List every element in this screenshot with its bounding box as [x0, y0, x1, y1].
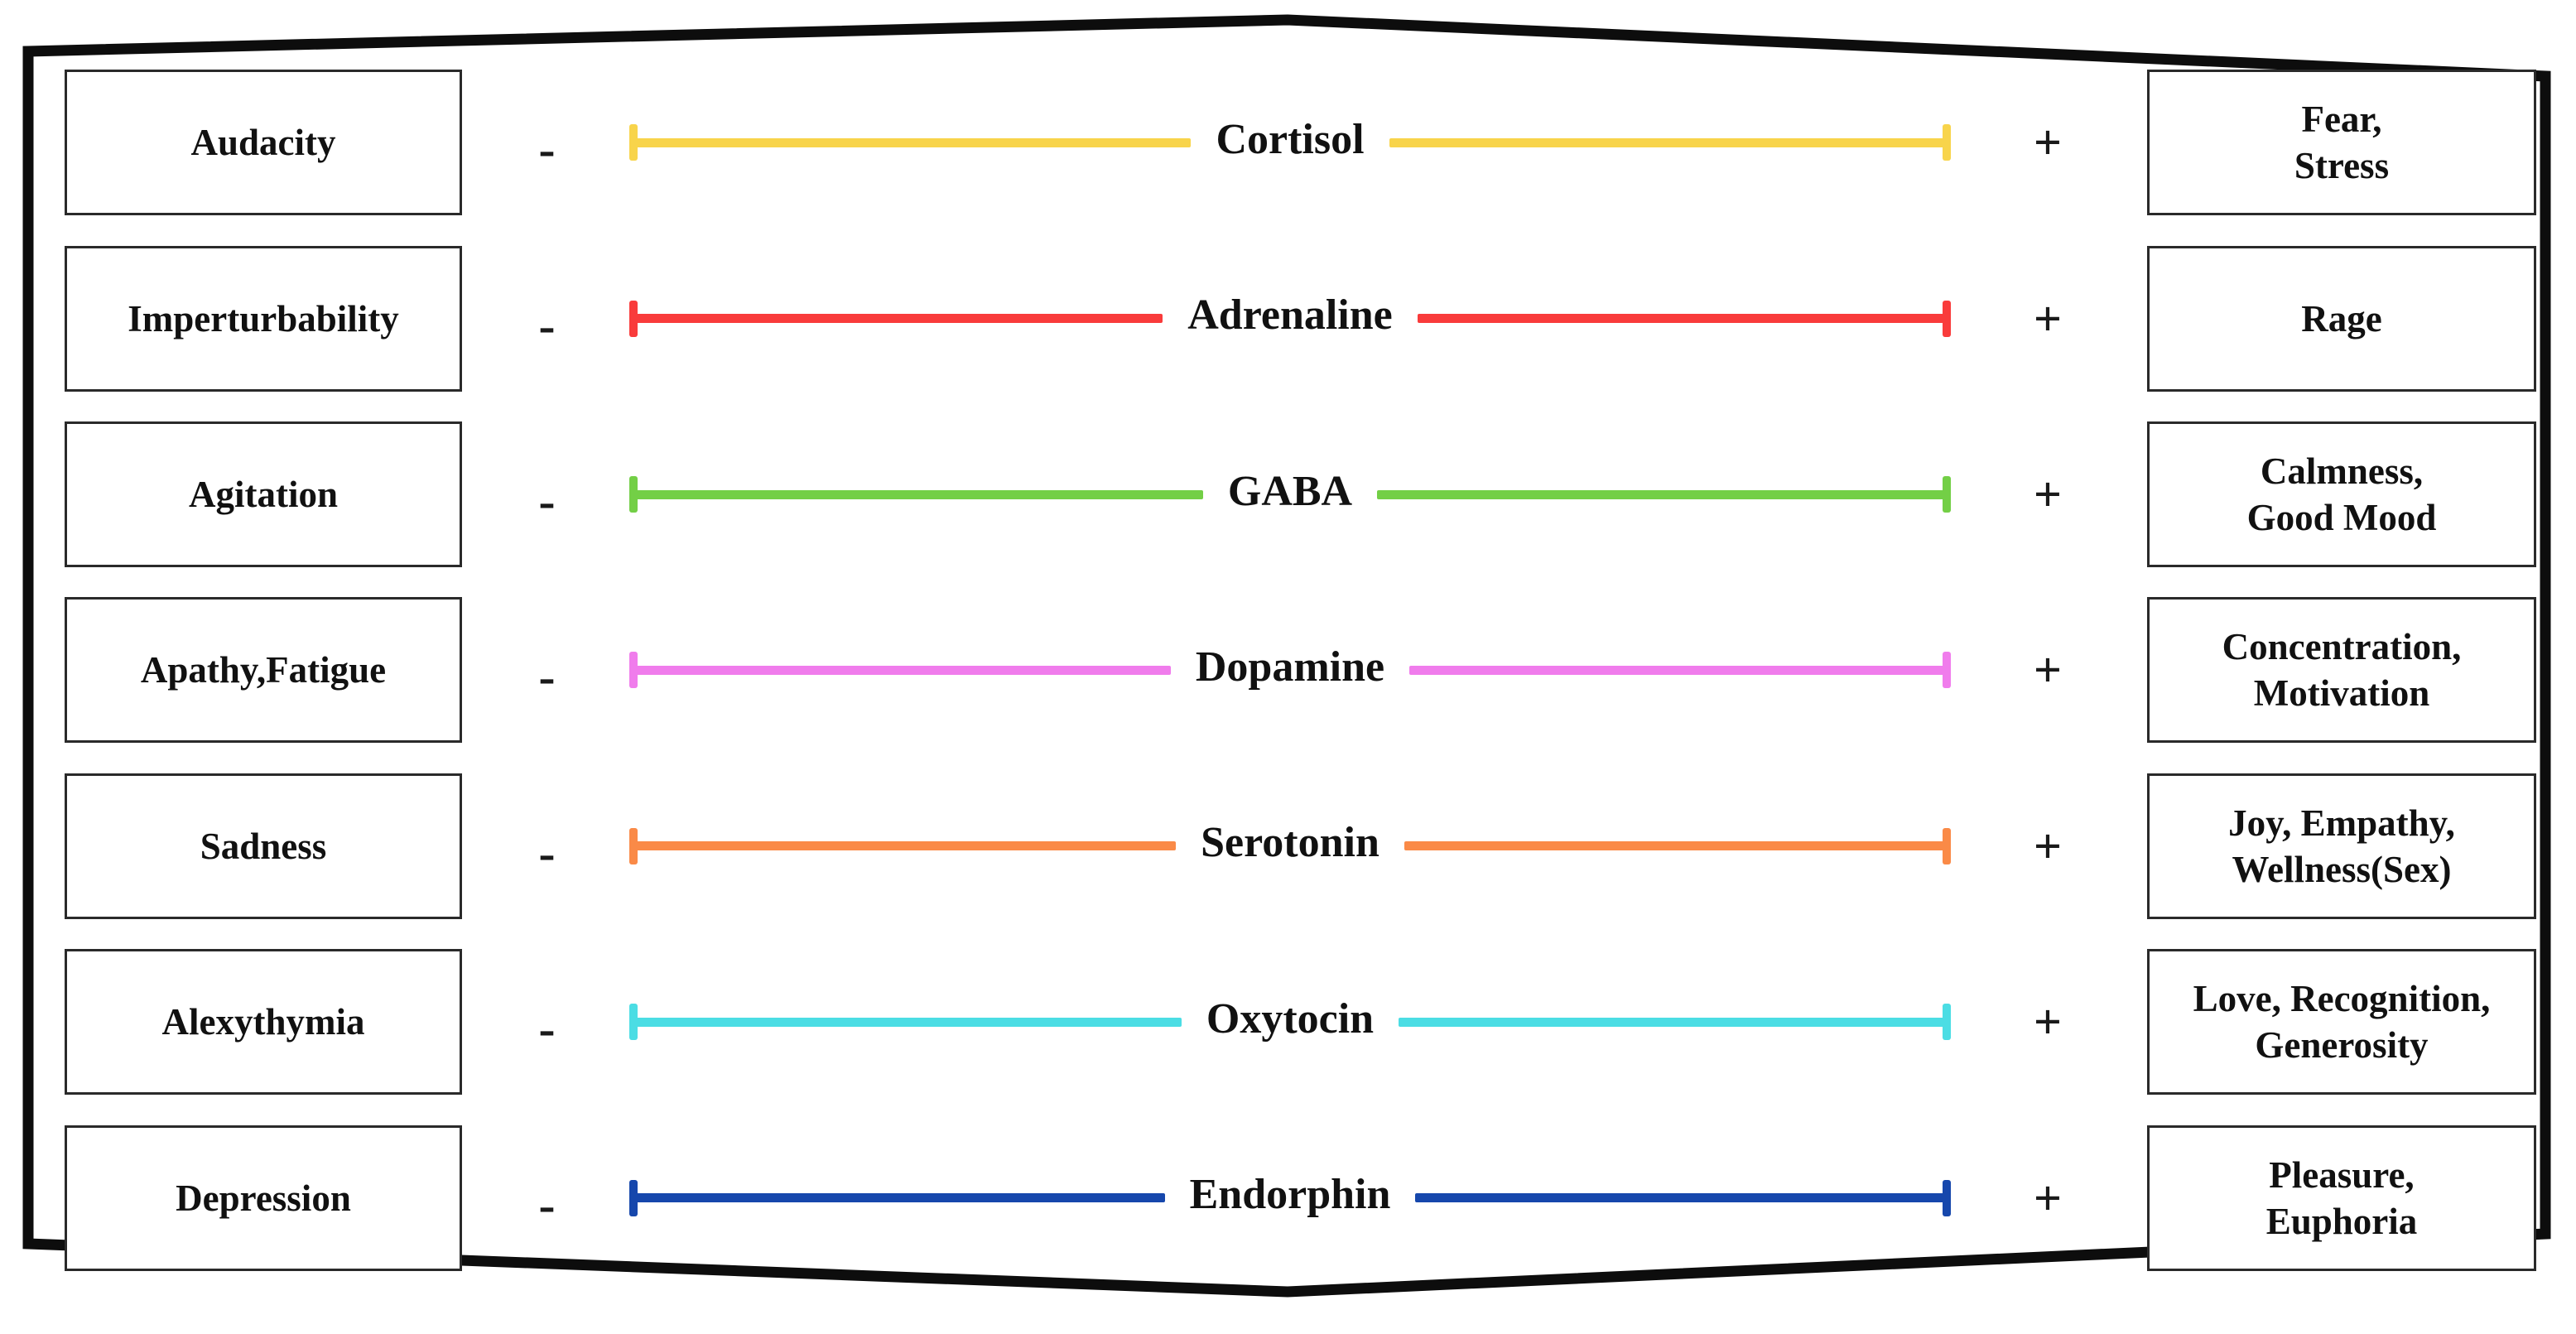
scale-line: Dopamine	[629, 582, 1951, 758]
minus-sign: -	[538, 474, 556, 529]
frame-polygon	[22, 14, 2551, 1298]
right-end-tick-icon	[1943, 1004, 1951, 1041]
minus-sign: -	[538, 825, 556, 880]
neurotransmitter-label: Cortisol	[1216, 115, 1365, 163]
scale-line-left-segment	[629, 827, 1177, 864]
negative-state-box: Sadness	[65, 773, 462, 919]
positive-state-box: Rage	[2147, 245, 2536, 392]
neurotransmitter-row: Imperturbability - Adrenaline + Rage	[65, 230, 2536, 406]
scale-line: GABA	[629, 407, 1951, 582]
negative-state-label: Sadness	[200, 825, 327, 867]
minus-sign: -	[538, 649, 556, 705]
left-end-tick-icon	[629, 652, 638, 689]
negative-state-box: Audacity	[65, 70, 462, 216]
scale-line-left-segment	[629, 300, 1163, 337]
positive-state-label: Joy, Empathy, Wellness(Sex)	[2228, 802, 2455, 890]
neurotransmitter-row: Audacity - Cortisol + Fear, Stress	[65, 55, 2536, 230]
right-end-tick-icon	[1943, 476, 1951, 513]
positive-state-label: Concentration, Motivation	[2222, 626, 2462, 715]
neurotransmitter-label: Dopamine	[1195, 643, 1385, 691]
scale-line-right-segment	[1415, 1179, 1951, 1216]
negative-state-label: Imperturbability	[128, 297, 399, 340]
plus-sign: +	[2033, 467, 2063, 523]
left-end-tick-icon	[629, 476, 638, 513]
scale-line-right-segment	[1417, 300, 1952, 337]
positive-state-box: Joy, Empathy, Wellness(Sex)	[2147, 773, 2536, 919]
scale-line: Endorphin	[629, 1110, 1951, 1286]
left-end-tick-icon	[629, 827, 638, 864]
scale-line-right-segment	[1399, 1004, 1951, 1041]
scale-line-left-segment	[629, 124, 1192, 161]
neurotransmitter-label: Adrenaline	[1187, 291, 1393, 340]
left-end-tick-icon	[629, 1179, 638, 1216]
scale-line-left-segment	[629, 476, 1203, 513]
right-end-tick-icon	[1943, 300, 1952, 337]
left-end-tick-icon	[629, 300, 638, 337]
positive-state-label: Calmness, Good Mood	[2246, 450, 2437, 539]
scale-line: Serotonin	[629, 759, 1951, 934]
negative-state-label: Apathy,Fatigue	[140, 649, 387, 691]
rows-container: Audacity - Cortisol + Fear, Stress Imper…	[65, 55, 2536, 1286]
neurotransmitter-label: GABA	[1227, 467, 1353, 515]
right-end-tick-icon	[1943, 124, 1951, 161]
negative-state-box: Imperturbability	[65, 245, 462, 392]
positive-state-box: Calmness, Good Mood	[2147, 421, 2536, 568]
right-end-tick-icon	[1943, 827, 1951, 864]
scale-line-right-segment	[1377, 476, 1951, 513]
neurotransmitter-label: Oxytocin	[1206, 994, 1375, 1043]
neurotransmitter-label: Serotonin	[1201, 819, 1379, 867]
plus-sign: +	[2033, 115, 2063, 171]
negative-state-label: Agitation	[189, 473, 338, 515]
left-end-tick-icon	[629, 1004, 638, 1041]
right-end-tick-icon	[1943, 1179, 1951, 1216]
minus-sign: -	[538, 297, 556, 353]
negative-state-label: Depression	[176, 1177, 351, 1219]
scale-line: Adrenaline	[629, 230, 1952, 406]
positive-state-box: Concentration, Motivation	[2147, 597, 2536, 744]
minus-sign: -	[538, 1177, 556, 1232]
scale-line: Oxytocin	[629, 934, 1951, 1110]
positive-state-box: Pleasure, Euphoria	[2147, 1125, 2536, 1271]
negative-state-label: Alexythymia	[161, 1001, 365, 1043]
minus-sign: -	[538, 1001, 556, 1057]
plus-sign: +	[2033, 643, 2063, 698]
scale-line-left-segment	[629, 1004, 1182, 1041]
positive-state-label: Fear, Stress	[2294, 98, 2390, 187]
positive-state-box: Love, Recognition, Generosity	[2147, 949, 2536, 1096]
neurotransmitter-row: Apathy,Fatigue - Dopamine + Concentratio…	[65, 582, 2536, 758]
scale-line: Cortisol	[629, 55, 1951, 230]
positive-state-label: Love, Recognition, Generosity	[2193, 978, 2491, 1067]
negative-state-box: Apathy,Fatigue	[65, 597, 462, 744]
left-end-tick-icon	[629, 124, 638, 161]
scale-line-right-segment	[1409, 652, 1951, 689]
neurotransmitter-row: Agitation - GABA + Calmness, Good Mood	[65, 407, 2536, 582]
scale-line-left-segment	[629, 652, 1171, 689]
positive-state-label: Rage	[2301, 297, 2382, 340]
negative-state-box: Agitation	[65, 421, 462, 568]
scale-line-right-segment	[1404, 827, 1951, 864]
neurotransmitter-row: Depression - Endorphin + Pleasure, Eupho…	[65, 1110, 2536, 1286]
plus-sign: +	[2033, 1170, 2063, 1226]
plus-sign: +	[2033, 818, 2063, 874]
minus-sign: -	[538, 122, 556, 177]
positive-state-label: Pleasure, Euphoria	[2265, 1153, 2418, 1242]
neurotransmitter-row: Alexythymia - Oxytocin + Love, Recogniti…	[65, 934, 2536, 1110]
neurotransmitter-row: Sadness - Serotonin + Joy, Empathy, Well…	[65, 759, 2536, 934]
right-end-tick-icon	[1943, 652, 1951, 689]
scale-line-right-segment	[1389, 124, 1951, 161]
positive-state-box: Fear, Stress	[2147, 70, 2536, 216]
plus-sign: +	[2033, 994, 2063, 1050]
negative-state-box: Depression	[65, 1125, 462, 1271]
neurotransmitter-label: Endorphin	[1189, 1171, 1391, 1219]
plus-sign: +	[2033, 291, 2063, 346]
negative-state-label: Audacity	[190, 122, 336, 164]
negative-state-box: Alexythymia	[65, 949, 462, 1096]
scale-line-left-segment	[629, 1179, 1165, 1216]
